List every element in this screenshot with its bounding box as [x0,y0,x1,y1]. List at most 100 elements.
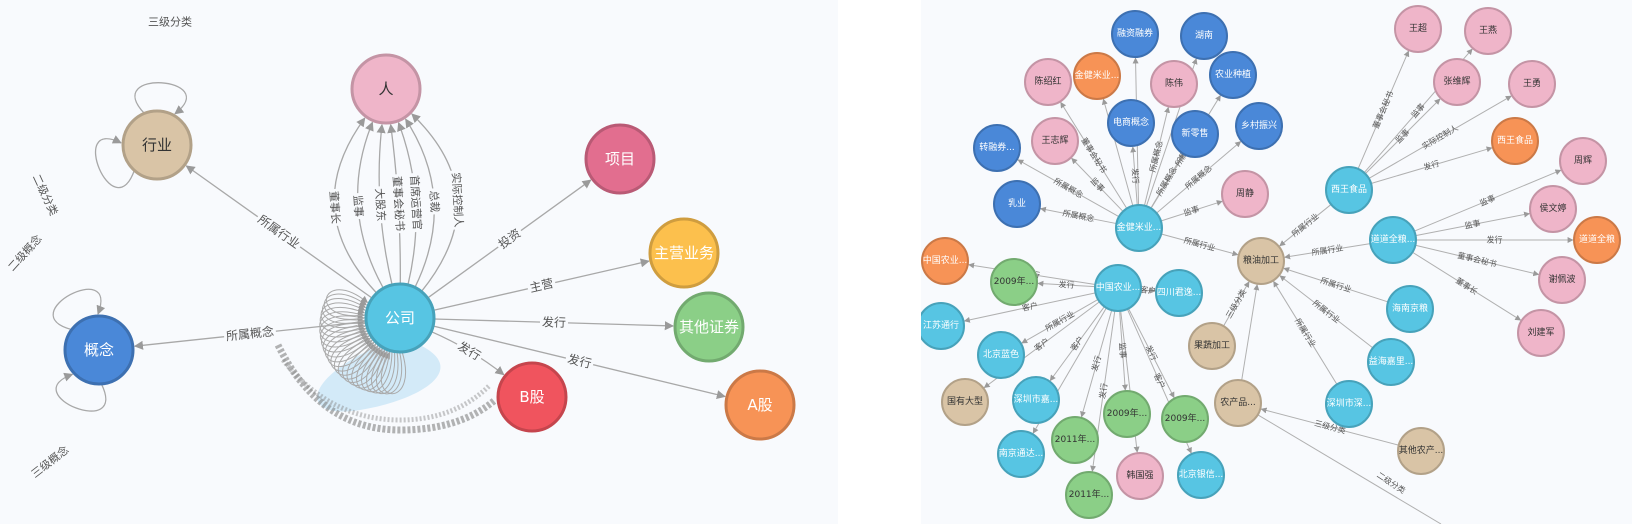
r-zhoujing-node[interactable]: 周静 [1221,170,1269,218]
r-dgqj_o-node[interactable]: 道道全粮 [1573,216,1621,264]
company-node[interactable]: 公司 [364,282,436,354]
r-zgny_co-n2009b-edge[interactable] [1119,310,1128,391]
r-hanguoqiang-node[interactable]: 韩国强 [1116,452,1164,500]
r-qtncp-node[interactable]: 其他农产... [1397,427,1445,475]
r-n2009b-node[interactable]: 2009年... [1103,390,1151,438]
r-zgny_co-bjlr-edge[interactable] [1021,298,1099,344]
r-jjmy-xls-edge[interactable] [1150,154,1184,209]
r-jjmy-lsjg-edge[interactable] [1161,233,1239,257]
r-zgny_co-scly-edge[interactable] [1140,287,1156,294]
r-zgny_co-szsz1-edge[interactable] [1049,306,1105,382]
r-xczx-node[interactable]: 乡村振兴 [1235,102,1283,150]
b-share-node[interactable]: B股 [496,361,568,433]
r-qtncp-ncp-edge[interactable] [1260,407,1399,446]
r-wangzhihui-node[interactable]: 王志辉 [1031,117,1079,165]
r-n2011a-node[interactable]: 2011年... [1051,416,1099,464]
r-n2009a-node[interactable]: 2009年... [990,258,1038,306]
r-xwsp_o-node[interactable]: 西王食品 [1491,117,1539,165]
r-jjmy-node[interactable]: 金健米业... [1115,204,1163,252]
level3-category-loop[interactable] [134,82,187,115]
r-szsz2-lsjg-edge[interactable] [1273,280,1338,385]
r-rzrq-node[interactable]: 融资融券 [1111,10,1159,58]
r-dgqj-houwenting-edge[interactable] [1415,211,1531,237]
r-njtd-node[interactable]: 南京通达... [997,430,1045,478]
r-jjmy-dsgn-edge[interactable] [1130,146,1138,206]
r-wangchao-node[interactable]: 王超 [1394,5,1442,53]
r-ncp-node[interactable]: 农产品... [1214,379,1262,427]
r-chenwei-node[interactable]: 陈伟 [1150,60,1198,108]
r-dgqj-zhouhui-edge[interactable] [1414,169,1562,232]
r-zgny_co-n2011a-edge[interactable] [1080,309,1113,418]
r-jjmy-xczx-edge[interactable] [1156,141,1242,214]
r-xwsp-node[interactable]: 西王食品 [1325,166,1373,214]
right-instance-graph-panel[interactable]: 董事会秘书所属概念所属概念发行所属概念所属概念监事所属概念监事所属概念所属行业客… [921,0,1632,524]
r-lhjl-node[interactable]: 益海嘉里... [1367,338,1415,386]
level2-category-loop[interactable] [95,135,135,189]
r-xwsp-zhangweihui-edge[interactable] [1364,98,1441,175]
r-dgqj-liujianjun-edge[interactable] [1412,251,1522,321]
r-xwsp-wangyong-edge[interactable] [1368,95,1512,179]
r-bjlr-node[interactable]: 北京蓝色 [977,331,1025,379]
r-zgny_co-n2009a-edge[interactable] [1037,280,1096,288]
schema-graph[interactable]: 三级分类二级分类二级概念三级概念董事长监事大股东董事会秘书首席运营官总裁实际控制… [0,0,838,524]
r-zgny_co-n2009c-edge[interactable] [1128,308,1175,399]
r-zgny_orange-node[interactable]: 中国农业... [921,237,969,285]
r-jjmy-chenwei-edge[interactable] [1143,106,1170,206]
level3-concept-loop[interactable] [55,372,107,412]
r-lsjg-node[interactable]: 粮油加工 [1237,237,1285,285]
r-dsgn-node[interactable]: 电商概念 [1107,99,1155,147]
r-liujianjun-node[interactable]: 刘建军 [1517,309,1565,357]
r-zhrq-node[interactable]: 转融券... [973,124,1021,172]
r-wangxin-node[interactable]: 王燕 [1464,7,1512,55]
r-gsjg-node[interactable]: 果蔬加工 [1188,322,1236,370]
r-xls-node[interactable]: 新零售 [1171,110,1219,158]
r-houwenting-node[interactable]: 侯文婷 [1529,185,1577,233]
r-jjmy-wangzhihui-edge[interactable] [1071,157,1124,212]
a-share-node[interactable]: A股 [724,369,796,441]
level2-concept-loop[interactable] [52,288,106,331]
r-zhangweihui-node[interactable]: 张维辉 [1433,58,1481,106]
concept-node[interactable]: 概念 [63,314,135,386]
r-n2011b-node[interactable]: 2011年... [1065,471,1113,519]
person-node[interactable]: 人 [350,53,422,125]
company-self-loop-fan[interactable] [274,289,498,434]
r-scly-node[interactable]: 四川君逸... [1155,269,1203,317]
r-zgny_co-node[interactable]: 中国农业... [1094,264,1142,312]
r-bjyx-node[interactable]: 北京银信... [1177,451,1225,499]
r-jjmy-zhoujing-edge[interactable] [1160,200,1223,222]
r-xwsp-xwsp_o-edge[interactable] [1370,146,1493,184]
r-xiepeibo-node[interactable]: 谢佩波 [1538,256,1586,304]
r-chenshaohong-node[interactable]: 陈绍红 [1024,58,1072,106]
r-wangyong-node[interactable]: 王勇 [1508,60,1556,108]
left-schema-graph-panel[interactable]: 三级分类二级分类二级概念三级概念董事长监事大股东董事会秘书首席运营官总裁实际控制… [0,0,838,524]
r-xwsp-lsjg-edge[interactable] [1279,204,1332,247]
r-szsz1-node[interactable]: 深圳市嘉... [1012,376,1060,424]
r-zhouhui-node[interactable]: 周辉 [1559,137,1607,185]
r-jjmy-zhrq-edge[interactable] [1017,159,1120,218]
r-jjmy-chenshaohong-edge[interactable] [1060,101,1128,209]
r-ncp-lsjg-edge[interactable] [1241,284,1260,381]
main-business-node[interactable]: 主营业务 [648,217,720,289]
r-dgqj-node[interactable]: 道道全粮... [1369,216,1417,264]
r-nyzz-node[interactable]: 农业种植 [1209,51,1257,99]
r-dgqj-xiepeibo-edge[interactable] [1415,244,1540,277]
r-jsyx-node[interactable]: 江苏通行 [921,302,965,350]
instance-graph[interactable]: 董事会秘书所属概念所属概念发行所属概念所属概念监事所属概念监事所属概念所属行业客… [921,0,1632,524]
industry-node[interactable]: 行业 [121,109,193,181]
r-gsjg-lsjg-edge[interactable] [1223,281,1250,327]
r-lhjl-lsjg-edge[interactable] [1279,275,1374,349]
r-haynj-lsjg-edge[interactable] [1283,267,1389,303]
r-n2009c-node[interactable]: 2009年... [1161,395,1209,443]
r-jjmy-ruye-edge[interactable] [1039,206,1117,225]
r-zgny_co-jsyx-edge[interactable] [963,292,1096,323]
r-gydx-node[interactable]: 国有大型 [941,378,989,426]
r-level2-category-edge[interactable] [1257,414,1442,524]
project-node[interactable]: 项目 [584,123,656,195]
r-xwsp-wangchao-edge[interactable] [1357,50,1410,170]
r-dgqj-lsjg-edge[interactable] [1284,243,1371,260]
r-ruye-node[interactable]: 乳业 [993,180,1041,228]
r-haynj-node[interactable]: 海南京粮 [1386,285,1434,333]
r-hunan-node[interactable]: 湖南 [1180,12,1228,60]
r-szsz2-node[interactable]: 深圳市深... [1325,380,1373,428]
other-securities-node[interactable]: 其他证券 [673,291,745,363]
